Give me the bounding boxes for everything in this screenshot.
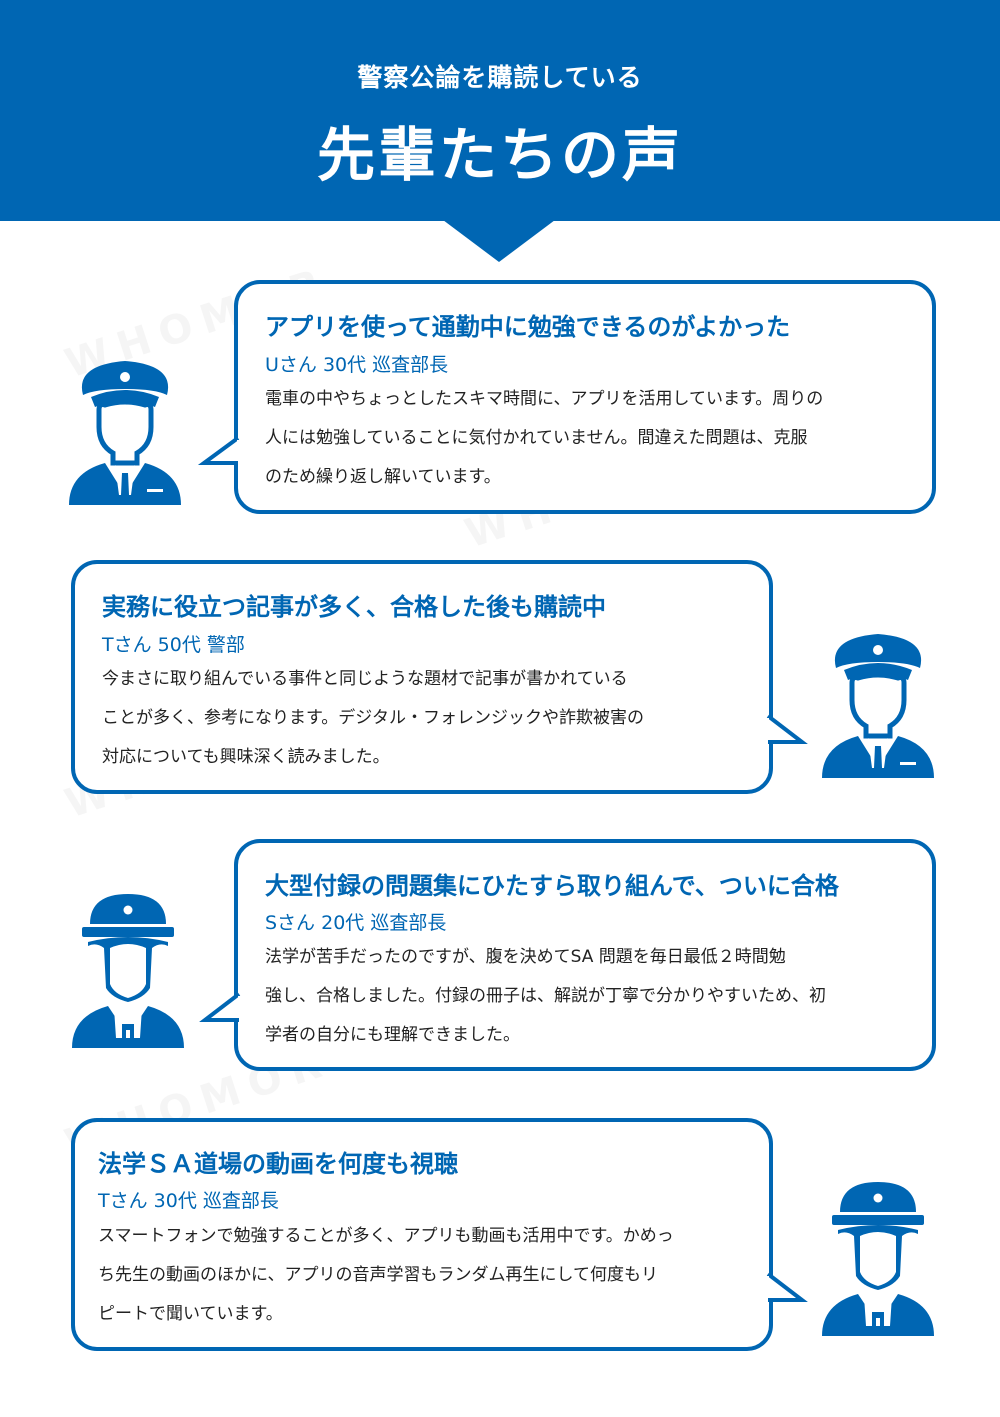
testimonial-person: Tさん 50代 警部	[102, 634, 245, 656]
body-line: ピートで聞いています。	[98, 1304, 283, 1324]
testimonial-body: 電車の中やちょっとしたスキマ時間に、アプリを活用しています。周りの 人には勉強し…	[265, 380, 915, 497]
testimonial-title: 実務に役立つ記事が多く、合格した後も購読中	[102, 593, 606, 621]
testimonial-person: Tさん 30代 巡査部長	[98, 1190, 279, 1212]
testimonial-body: 今まさに取り組んでいる事件と同じような題材で記事が書かれている ことが多く、参考…	[102, 660, 752, 777]
testimonial-body: スマートフォンで勉強することが多く、アプリも動画も活用中です。かめっ ち先生の動…	[98, 1217, 758, 1334]
body-line: 法学が苦手だったのですが、腹を決めてSA 問題を毎日最低２時間勉	[265, 947, 786, 967]
male-police-officer-icon	[69, 361, 181, 505]
body-line: 強し、合格しました。付録の冊子は、解説が丁寧で分かりやすいため、初	[265, 986, 826, 1006]
body-line: のため繰り返し解いています。	[265, 467, 501, 487]
speech-bubble-tail	[199, 992, 244, 1022]
male-police-officer-icon	[822, 634, 934, 778]
header-banner: 警察公論を購読している 先輩たちの声	[0, 0, 1000, 221]
female-police-officer-icon	[72, 894, 184, 1048]
female-police-officer-icon	[822, 1182, 934, 1336]
page-title: 先輩たちの声	[316, 121, 683, 189]
speech-bubble	[234, 839, 936, 1071]
header-subtitle: 警察公論を購読している	[357, 63, 643, 92]
body-line: 学者の自分にも理解できました。	[265, 1025, 520, 1045]
speech-bubble-tail	[763, 714, 808, 744]
body-line: ことが多く、参考になります。デジタル・フォレンジックや詐欺被害の	[102, 708, 644, 728]
testimonial-person: Uさん 30代 巡査部長	[265, 354, 449, 376]
testimonial-person: Sさん 20代 巡査部長	[265, 912, 447, 934]
body-line: 人には勉強していることに気付かれていません。間違えた問題は、克服	[265, 428, 808, 448]
body-line: ち先生の動画のほかに、アプリの音声学習もランダム再生にして何度もリ	[98, 1265, 658, 1285]
header-arrow-decoration	[443, 220, 555, 262]
testimonial-title: 大型付録の問題集にひたすら取り組んで、ついに合格	[265, 872, 839, 900]
testimonial-body: 法学が苦手だったのですが、腹を決めてSA 問題を毎日最低２時間勉 強し、合格しま…	[265, 938, 925, 1055]
body-line: 電車の中やちょっとしたスキマ時間に、アプリを活用しています。周りの	[265, 389, 824, 409]
speech-bubble-tail	[763, 1272, 808, 1302]
body-line: 対応についても興味深く読みました。	[102, 747, 390, 767]
speech-bubble	[71, 1118, 773, 1351]
speech-bubble	[234, 280, 936, 514]
speech-bubble	[71, 560, 773, 794]
testimonial-title: アプリを使って通勤中に勉強できるのがよかった	[265, 313, 791, 341]
body-line: スマートフォンで勉強することが多く、アプリも動画も活用中です。かめっ	[98, 1226, 674, 1246]
body-line: 今まさに取り組んでいる事件と同じような題材で記事が書かれている	[102, 669, 628, 689]
speech-bubble-tail	[197, 436, 243, 465]
testimonial-title: 法学ＳＡ道場の動画を何度も視聴	[98, 1150, 458, 1178]
